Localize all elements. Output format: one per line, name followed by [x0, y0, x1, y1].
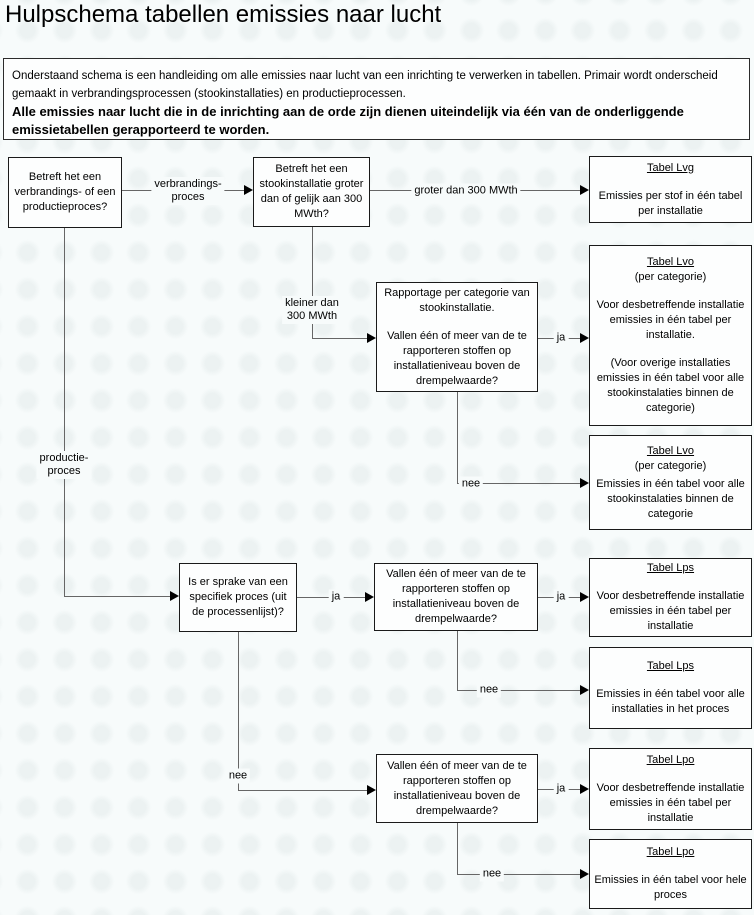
node-body: Emissies in één tabel voor alle stookins… [596, 477, 745, 520]
intro-box: Onderstaand schema is een handleiding om… [3, 58, 750, 140]
node-body: Emissies in één tabel voor hele proces [594, 874, 747, 901]
edge-label-nee: nee [225, 768, 251, 784]
page-title: Hulpschema tabellen emissies naar lucht [5, 1, 442, 28]
edge-label-line: productie- [39, 452, 89, 464]
node-tabel-lpo-nee: Tabel Lpo Emissies in één tabel voor hel… [589, 839, 752, 909]
node-title: Tabel Lps [646, 660, 695, 672]
arrowhead [580, 685, 589, 695]
edge-label-productieproces: productie- proces [36, 451, 92, 479]
node-question-process-type: Betreft het een verbrandings- of een pro… [8, 157, 122, 228]
node-tabel-lps-ja: Tabel Lps Voor desbetreffende installati… [589, 558, 752, 637]
edge-label-line: proces [171, 191, 205, 203]
connector-line [457, 690, 580, 691]
arrowhead [580, 784, 589, 794]
connector-line [457, 874, 580, 875]
node-body: (Voor overige installaties emissies in é… [596, 357, 745, 414]
edge-label-ja: ja [328, 589, 344, 605]
connector-line [312, 227, 313, 338]
node-question-drempel-lpo: Vallen één of meer van de te rapporteren… [376, 754, 538, 823]
edge-label-ja: ja [553, 330, 569, 346]
edge-label-verbrandingsproces: verbrandings- proces [151, 177, 225, 205]
node-question-specifiek-proces: Is er sprake van een specifiek proces (u… [179, 563, 297, 632]
node-question-stook-300mwth: Betreft het een stookinstallatie groter … [253, 157, 370, 227]
edge-label-nee: nee [479, 866, 505, 882]
connector-line [457, 631, 458, 690]
node-body: Emissies per stof in één tabel per insta… [598, 189, 743, 217]
node-subtitle: (per categorie) [634, 271, 707, 283]
edge-label-line: verbrandings- [154, 178, 222, 190]
arrowhead [580, 333, 589, 343]
connector-line [238, 790, 367, 791]
connector-line [457, 823, 458, 874]
node-body: Emissies in één tabel voor alle installa… [596, 688, 745, 715]
arrowhead [367, 785, 376, 795]
connector-line [64, 596, 170, 597]
node-tabel-lps-nee: Tabel Lps Emissies in één tabel voor all… [589, 647, 752, 729]
node-tabel-lvg: Tabel Lvg Emissies per stof in één tabel… [589, 156, 752, 223]
intro-bold-text: Alle emissies naar lucht die in de inric… [12, 104, 684, 137]
intro-text: Onderstaand schema is een handleiding om… [12, 70, 718, 100]
node-text: Rapportage per categorie van stookinstal… [384, 286, 530, 314]
arrowhead [244, 185, 253, 195]
edge-label-ja: ja [553, 781, 569, 797]
node-title: Tabel Lps [646, 562, 695, 574]
edge-label-groter-300mwth: groter dan 300 MWth [411, 183, 521, 199]
connector-line [312, 338, 367, 339]
arrowhead [580, 592, 589, 602]
node-subtitle: (per categorie) [634, 459, 707, 472]
connector-line [457, 392, 458, 483]
arrowhead [170, 591, 179, 601]
node-title: Tabel Lpo [646, 846, 695, 858]
node-tabel-lpo-ja: Tabel Lpo Voor desbetreffende installati… [589, 748, 752, 830]
arrowhead [580, 185, 589, 195]
edge-label-kleiner-300mwth: kleiner dan 300 MWth [282, 296, 342, 324]
edge-label-nee: nee [458, 476, 484, 492]
node-title: Tabel Lvg [646, 161, 695, 174]
node-text: Vallen één of meer van de te rapporteren… [387, 329, 527, 387]
connector-line [64, 228, 65, 596]
node-rapportage-categorie: Rapportage per categorie van stookinstal… [376, 282, 538, 392]
edge-label-line: proces [47, 465, 81, 477]
node-tabel-lvo-ja: Tabel Lvo (per categorie) Voor desbetref… [589, 245, 752, 426]
node-body: Voor desbetreffende installatie emissies… [596, 781, 745, 824]
node-question-drempel-lps: Vallen één of meer van de te rapporteren… [374, 563, 538, 631]
edge-label-nee: nee [476, 682, 502, 698]
arrowhead [580, 478, 589, 488]
edge-label-line: kleiner dan [285, 297, 339, 309]
connector-line [457, 483, 580, 484]
node-title: Tabel Lvo [646, 444, 695, 457]
node-body: Voor desbetreffende installatie emissies… [596, 299, 745, 341]
node-tabel-lvo-nee: Tabel Lvo (per categorie) Emissies in éé… [589, 435, 752, 530]
arrowhead [580, 869, 589, 879]
node-body: Voor desbetreffende installatie emissies… [596, 590, 745, 632]
arrowhead [365, 592, 374, 602]
arrowhead [367, 333, 376, 343]
edge-label-ja: ja [553, 589, 569, 605]
connector-line [238, 632, 239, 790]
node-title: Tabel Lvo [646, 256, 695, 268]
edge-label-line: 300 MWth [286, 310, 338, 322]
node-title: Tabel Lpo [646, 753, 695, 766]
